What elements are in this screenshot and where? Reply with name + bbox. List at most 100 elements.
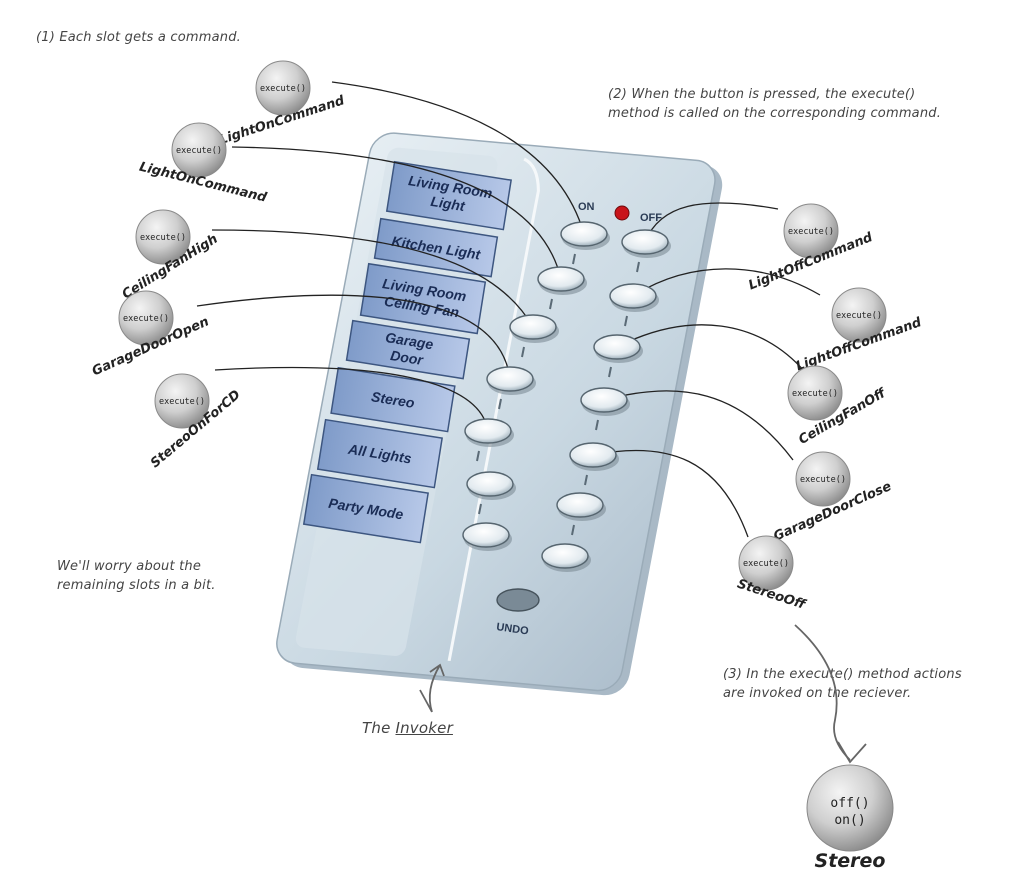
execute-method: execute() bbox=[836, 311, 882, 321]
slot-label: Light bbox=[430, 193, 468, 214]
execute-method: execute() bbox=[140, 233, 186, 243]
indicator-led bbox=[614, 205, 630, 221]
note-remaining-line2: remaining slots in a bit. bbox=[57, 578, 216, 593]
on-button[interactable] bbox=[509, 314, 557, 340]
receiver-stereo: off() on() Stereo bbox=[806, 764, 894, 872]
command-object: execute()GarageDoorOpen bbox=[90, 290, 211, 379]
note-step3: (3) In the execute() method actions are … bbox=[723, 665, 962, 703]
command-object: execute()LightOnCommand bbox=[217, 60, 347, 148]
connector-line bbox=[632, 268, 821, 297]
connector-line bbox=[603, 390, 794, 461]
slot-panel-face bbox=[316, 418, 443, 489]
note-step3-line2: are invoked on the reciever. bbox=[723, 686, 912, 701]
execute-method: execute() bbox=[176, 146, 222, 156]
on-button[interactable] bbox=[560, 221, 608, 247]
note-remaining-line1: We'll worry about the bbox=[57, 559, 202, 574]
command-object: execute()GarageDoorClose bbox=[771, 451, 894, 545]
note-step2-line1: (2) When the button is pressed, the exec… bbox=[608, 87, 916, 102]
command-object: execute()CeilingFanOff bbox=[787, 365, 889, 448]
connector-line bbox=[214, 366, 489, 432]
command-disc bbox=[783, 203, 839, 259]
command-disc bbox=[118, 290, 174, 346]
note-step3-line1: (3) In the execute() method actions bbox=[723, 667, 962, 682]
off-button[interactable] bbox=[556, 492, 604, 518]
off-label: OFF bbox=[640, 212, 662, 224]
button-tick bbox=[521, 346, 525, 358]
off-button[interactable] bbox=[569, 442, 617, 468]
on-button[interactable] bbox=[462, 522, 510, 548]
execute-method: execute() bbox=[260, 84, 306, 94]
button-tick bbox=[571, 524, 575, 536]
on-button[interactable] bbox=[464, 418, 512, 444]
invoker-word: Invoker bbox=[395, 719, 453, 737]
remote-buttons bbox=[462, 221, 671, 612]
button-tick bbox=[476, 450, 480, 462]
connector-line bbox=[331, 81, 585, 235]
slot-panel-face bbox=[373, 217, 499, 278]
button-tick bbox=[636, 261, 640, 273]
command-disc bbox=[154, 373, 210, 429]
off-button[interactable] bbox=[621, 229, 669, 255]
connector-line bbox=[616, 324, 806, 373]
slot-panel: Stereo bbox=[330, 366, 456, 433]
invoker-label: The Invoker bbox=[362, 719, 453, 738]
execute-method: execute() bbox=[792, 389, 838, 399]
command-disc bbox=[831, 287, 887, 343]
note-step1: (1) Each slot gets a command. bbox=[36, 30, 241, 45]
button-tick bbox=[595, 419, 599, 431]
off-button[interactable] bbox=[593, 334, 641, 360]
note-step2-line2: method is called on the corresponding co… bbox=[608, 106, 942, 121]
on-button[interactable] bbox=[466, 471, 514, 497]
command-object: execute()StereoOnForCD bbox=[148, 373, 244, 471]
button-tick bbox=[478, 503, 482, 515]
slot-panel: All Lights bbox=[316, 418, 443, 489]
execute-method: execute() bbox=[159, 397, 205, 407]
receiver-name: Stereo bbox=[815, 850, 886, 872]
on-label: ON bbox=[578, 201, 595, 213]
slot-panel: Party Mode bbox=[302, 473, 429, 544]
note-step2: (2) When the button is pressed, the exec… bbox=[608, 85, 941, 123]
slot-panel: Kitchen Light bbox=[373, 217, 499, 278]
receiver-method-1: on() bbox=[834, 813, 865, 828]
invoker-prefix: The bbox=[362, 719, 396, 737]
receiver-arrow-line bbox=[794, 624, 851, 761]
connector-line bbox=[211, 229, 534, 328]
receiver-disc bbox=[806, 764, 894, 852]
command-disc bbox=[135, 209, 191, 265]
off-button[interactable] bbox=[609, 283, 657, 309]
execute-method: execute() bbox=[123, 314, 169, 324]
slot-label: Stereo bbox=[370, 388, 416, 411]
command-disc bbox=[795, 451, 851, 507]
button-tick bbox=[498, 398, 502, 410]
button-tick bbox=[584, 474, 588, 486]
command-disc bbox=[255, 60, 311, 116]
on-button[interactable] bbox=[537, 266, 585, 292]
slot-panel-face bbox=[345, 319, 471, 380]
connector-line bbox=[592, 449, 749, 538]
execute-method: execute() bbox=[788, 227, 834, 237]
undo-button[interactable] bbox=[496, 588, 540, 612]
off-button[interactable] bbox=[580, 387, 628, 413]
connector-line bbox=[196, 294, 511, 380]
command-disc bbox=[738, 535, 794, 591]
note-remaining: We'll worry about the remaining slots in… bbox=[57, 557, 216, 595]
receiver-arrow-head bbox=[837, 741, 867, 764]
command-object: execute()StereoOff bbox=[735, 535, 808, 613]
slot-panel: GarageDoor bbox=[345, 319, 471, 380]
command-object: execute()CeilingFanHigh bbox=[120, 209, 221, 302]
button-tick bbox=[624, 315, 628, 327]
on-button[interactable] bbox=[486, 366, 534, 392]
invoker-arrow bbox=[419, 663, 445, 713]
command-disc bbox=[787, 365, 843, 421]
slot-panel-face bbox=[359, 262, 487, 335]
button-tick bbox=[572, 253, 576, 265]
button-tick bbox=[549, 298, 553, 310]
off-button[interactable] bbox=[541, 543, 589, 569]
execute-method: execute() bbox=[743, 559, 789, 569]
command-object: execute()LightOffCommand bbox=[747, 203, 875, 293]
execute-method: execute() bbox=[800, 475, 846, 485]
